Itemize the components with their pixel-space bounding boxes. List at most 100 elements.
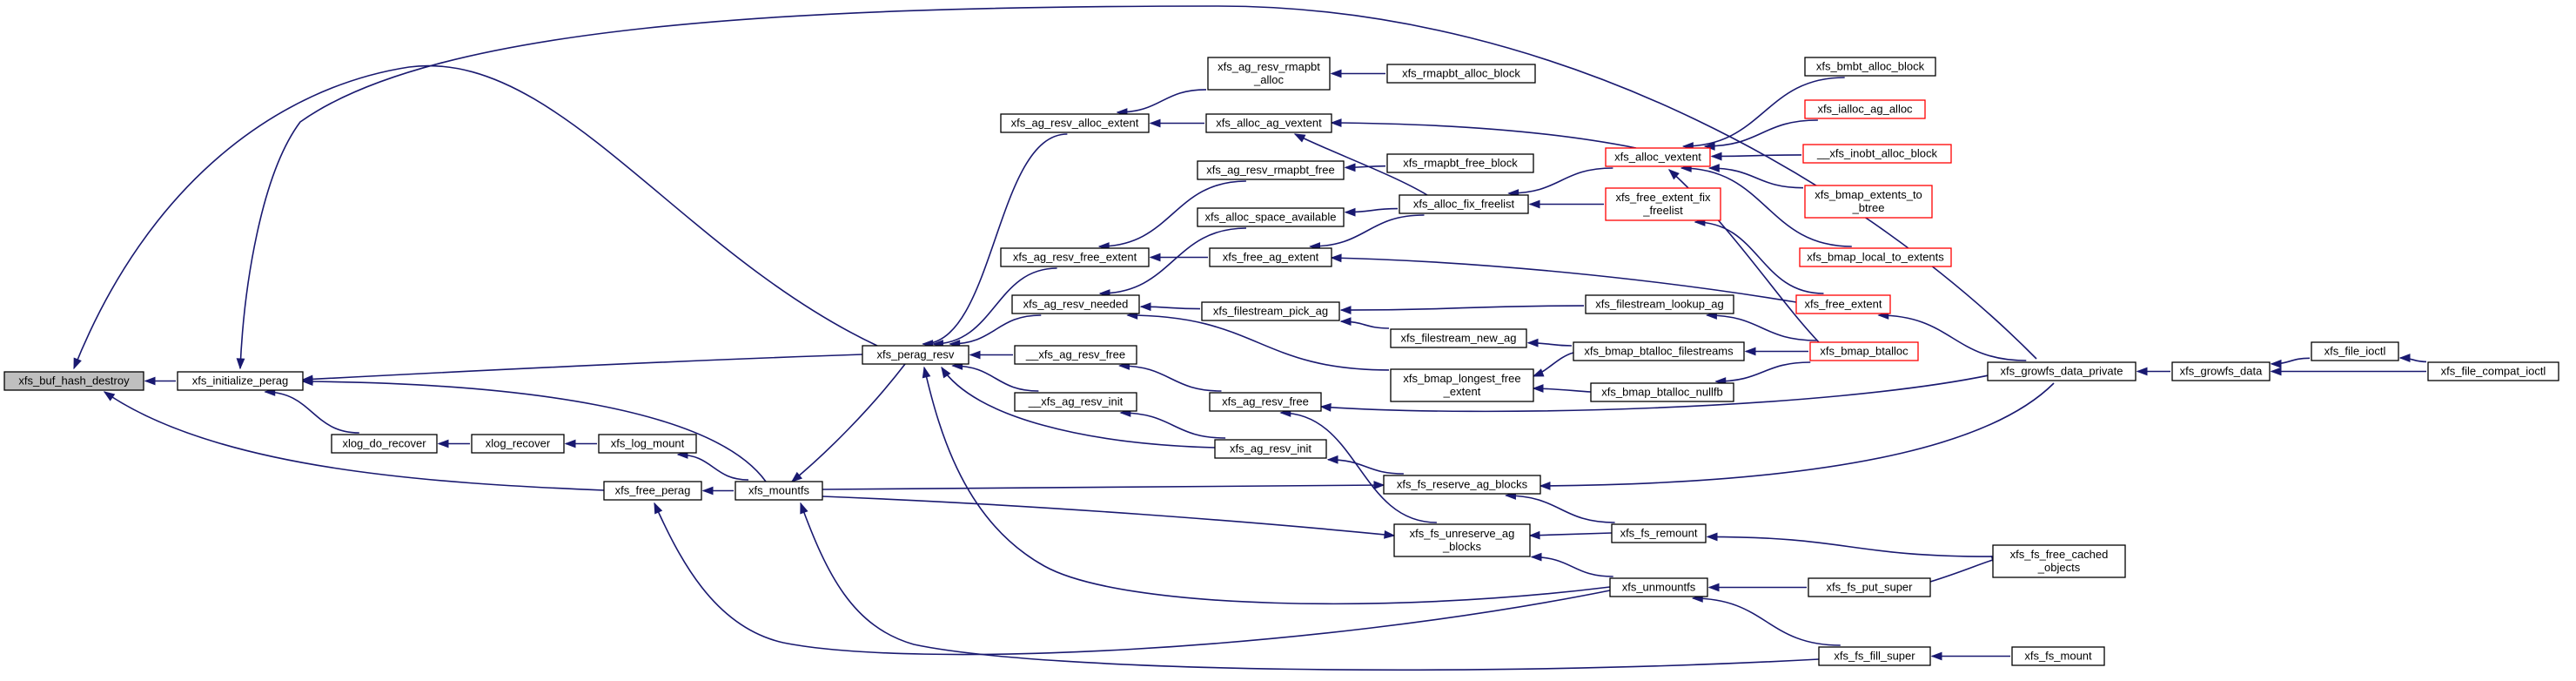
function-node-xfs-growfs-data-private[interactable]: xfs_growfs_data_private: [1987, 361, 2137, 381]
call-edge: [1116, 89, 1207, 117]
call-edge-line: [1320, 374, 1994, 413]
function-node-xfs-alloc-space-available[interactable]: xfs_alloc_space_available: [1197, 207, 1345, 227]
call-edge-line: [1683, 77, 1845, 147]
call-edge-line: [265, 391, 359, 434]
function-node-xfs-initialize-perag[interactable]: xfs_initialize_perag: [177, 371, 304, 391]
function-node-xfs-perag-resv[interactable]: xfs_perag_resv: [862, 345, 969, 365]
function-node-label: _freelist: [1642, 204, 1683, 217]
call-edge-line: [1715, 361, 1811, 382]
function-node-xfs-fs-free-cached-objects[interactable]: xfs_fs_free_cached_objects: [1992, 544, 2126, 578]
call-edge: [790, 363, 906, 482]
function-node-label: xfs_ag_resv_rmapbt_free: [1206, 164, 1334, 177]
call-edge-line: [800, 502, 1820, 671]
function-node-xfs-fs-unreserve-ag-blocks[interactable]: xfs_fs_unreserve_ag_blocks: [1393, 523, 1531, 557]
function-node-box: [603, 481, 702, 501]
function-node-xfs-ag-resv-rmapbt-free[interactable]: xfs_ag_resv_rmapbt_free: [1197, 160, 1345, 180]
function-node-xfs-ag-resv-free[interactable]: xfs_ag_resv_free: [1209, 392, 1322, 412]
function-node-xfs-rmapbt-alloc-block[interactable]: xfs_rmapbt_alloc_block: [1386, 64, 1536, 84]
function-node-xfs-log-mount[interactable]: xfs_log_mount: [598, 434, 697, 454]
function-node-xfs-rmapbt-free-block[interactable]: xfs_rmapbt_free_block: [1386, 153, 1534, 173]
function-node-xlog-recover[interactable]: xlog_recover: [471, 434, 565, 454]
call-edge-line: [922, 133, 1068, 345]
arrowhead-icon: [1149, 253, 1161, 262]
function-node-xfs-free-extent[interactable]: xfs_free_extent: [1795, 294, 1891, 314]
call-edge: [822, 496, 1396, 539]
function-node-box: [2427, 361, 2559, 381]
call-edge: [1505, 491, 1615, 523]
function-node-box: [598, 434, 697, 454]
function-node-xfs-ialloc-ag-alloc[interactable]: xfs_ialloc_ag_alloc: [1804, 99, 1926, 119]
call-edge-line: [822, 496, 1395, 536]
function-node-xfs-fs-fill-super[interactable]: xfs_fs_fill_super: [1818, 646, 1931, 666]
call-edge: [1705, 311, 1817, 341]
call-edge: [1118, 361, 1222, 392]
call-edge-line: [1506, 495, 1615, 523]
function-nodes: xfs_buf_hash_destroy xfs_initialize_perag…: [3, 57, 2559, 666]
call-edge: [564, 439, 597, 448]
function-node-xfs-file-compat-ioctl[interactable]: xfs_file_compat_ioctl: [2427, 361, 2559, 381]
function-node-xfs-free-ag-extent[interactable]: xfs_free_ag_extent: [1209, 247, 1332, 267]
function-node-xfs-bmbt-alloc-block[interactable]: xfs_bmbt_alloc_block: [1804, 57, 1936, 77]
function-node-xfs-alloc-vextent[interactable]: xfs_alloc_vextent: [1605, 147, 1711, 167]
function-node-xfs-bmap-btalloc-nullfb[interactable]: xfs_bmap_btalloc_nullfb: [1590, 382, 1734, 402]
arrowhead-icon: [1532, 368, 1545, 377]
call-edge: [1539, 382, 2055, 490]
arrowhead-icon: [1330, 118, 1342, 128]
function-node-xfs-filestream-new-ag[interactable]: xfs_filestream_new_ag: [1390, 328, 1527, 348]
function-node-box: [471, 434, 565, 454]
function-node-xfs-buf-hash-destroy[interactable]: xfs_buf_hash_destroy: [3, 371, 144, 391]
function-node-xfs-unmountfs[interactable]: xfs_unmountfs: [1609, 577, 1708, 597]
function-node-xfs-ag-resv-init[interactable]: __xfs_ag_resv_init: [1014, 392, 1137, 412]
function-node-box: [1804, 57, 1936, 77]
call-edge-line: [822, 484, 1385, 490]
function-node-xfs-filestream-pick-ag[interactable]: xfs_filestream_pick_ag: [1201, 301, 1340, 321]
function-node-label: xlog_recover: [486, 437, 551, 450]
function-node-xfs-ag-resv-free[interactable]: __xfs_ag_resv_free: [1014, 345, 1137, 365]
function-node-label: xfs_ag_resv_alloc_extent: [1011, 117, 1139, 130]
function-node-label: xfs_free_extent_fix: [1615, 191, 1711, 204]
function-node-xfs-fs-reserve-ag-blocks[interactable]: xfs_fs_reserve_ag_blocks: [1383, 475, 1541, 495]
function-node-xfs-file-ioctl[interactable]: xfs_file_ioctl: [2311, 341, 2399, 361]
function-node-xfs-ag-resv-needed[interactable]: xfs_ag_resv_needed: [1011, 294, 1140, 314]
function-node-xfs-ag-resv-init[interactable]: xfs_ag_resv_init: [1214, 439, 1327, 459]
function-node-xfs-bmap-btalloc[interactable]: xfs_bmap_btalloc: [1809, 341, 1919, 361]
function-node-box: [2311, 341, 2399, 361]
call-edge: [1703, 119, 1818, 151]
function-node-xfs-ag-resv-rmapbt-alloc[interactable]: xfs_ag_resv_rmapbt_alloc: [1207, 57, 1331, 91]
call-edge: [969, 350, 1013, 360]
function-node-xlog-do-recover[interactable]: xlog_do_recover: [331, 434, 438, 454]
function-node-xfs-bmap-local-to-extents[interactable]: xfs_bmap_local_to_extents: [1799, 247, 1952, 267]
function-node-label: xfs_bmap_btalloc_nullfb: [1601, 386, 1722, 399]
function-node-box: [1209, 247, 1332, 267]
call-edge: [1930, 651, 2011, 661]
call-edge: [951, 361, 1039, 392]
function-node-xfs-growfs-data[interactable]: xfs_growfs_data: [2171, 361, 2271, 381]
call-edge: [236, 5, 2037, 370]
function-node-xfs-bmap-btalloc-filestreams[interactable]: xfs_bmap_btalloc_filestreams: [1573, 341, 1745, 361]
call-edge-line: [1280, 412, 1437, 523]
function-node-xfs-alloc-ag-vextent[interactable]: xfs_alloc_ag_vextent: [1205, 113, 1332, 133]
function-node-label: __xfs_ag_resv_init: [1028, 395, 1124, 408]
function-node-xfs-fs-put-super[interactable]: xfs_fs_put_super: [1808, 577, 1931, 597]
arrowhead-icon: [1293, 133, 1306, 143]
function-node-label: xfs_alloc_ag_vextent: [1216, 117, 1322, 130]
function-node-xfs-mountfs[interactable]: xfs_mountfs: [735, 481, 823, 501]
call-edge-line: [933, 267, 1057, 345]
function-node-label: xfs_ag_resv_init: [1230, 442, 1311, 455]
call-edge: [1139, 302, 1201, 312]
function-node-box: [1000, 113, 1150, 133]
function-node-xfs-bmap-longest-free-extent[interactable]: xfs_bmap_longest_free_extent: [1390, 368, 1534, 402]
function-node-box: [1209, 392, 1322, 412]
function-node-xfs-fs-remount[interactable]: xfs_fs_remount: [1611, 523, 1707, 543]
arrowhead-icon: [1339, 317, 1352, 327]
function-node-xfs-alloc-fix-freelist[interactable]: xfs_alloc_fix_freelist: [1399, 194, 1529, 214]
function-node-xfs-ag-resv-alloc-extent[interactable]: xfs_ag_resv_alloc_extent: [1000, 113, 1150, 133]
function-node-xfs-ag-resv-free-extent[interactable]: xfs_ag_resv_free_extent: [1000, 247, 1150, 267]
function-node-xfs-filestream-lookup-ag[interactable]: xfs_filestream_lookup_ag: [1585, 294, 1734, 314]
function-node-xfs-inobt-alloc-block[interactable]: __xfs_inobt_alloc_block: [1802, 144, 1952, 164]
call-edge: [1532, 352, 1574, 377]
function-node-xfs-free-perag[interactable]: xfs_free_perag: [603, 481, 702, 501]
function-node-xfs-bmap-extents-to-btree[interactable]: xfs_bmap_extents_to_btree: [1804, 185, 1933, 219]
function-node-xfs-fs-mount[interactable]: xfs_fs_mount: [2011, 646, 2105, 666]
function-node-xfs-free-extent-fix-freelist[interactable]: xfs_free_extent_fix_freelist: [1605, 187, 1721, 221]
